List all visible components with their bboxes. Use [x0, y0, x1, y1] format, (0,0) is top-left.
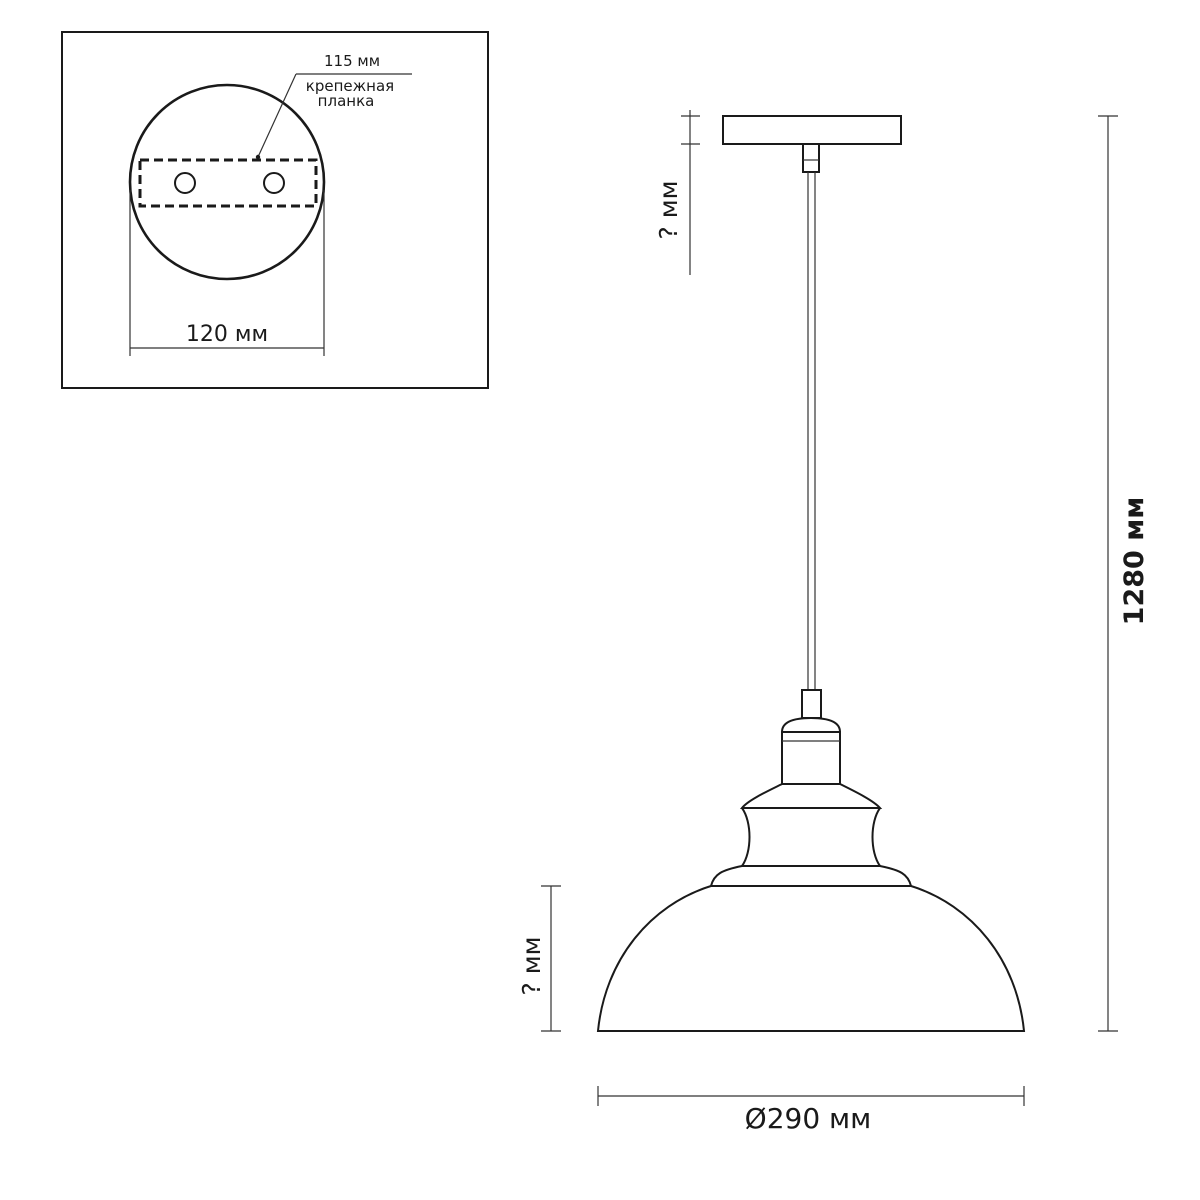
- canopy-height-label: ? мм: [654, 181, 683, 240]
- inset-frame: [61, 31, 489, 389]
- bracket-hole-right: [263, 172, 285, 194]
- shade-height-dimension: ? мм: [517, 885, 561, 1032]
- total-height-label: 1280 мм: [1119, 497, 1150, 626]
- ceiling-canopy: [722, 115, 902, 145]
- socket-cap: [780, 716, 842, 733]
- cable-sleeve: [801, 689, 822, 719]
- dome-shade: [596, 885, 1026, 1032]
- canopy-diameter-label: 120 мм: [186, 322, 268, 347]
- canopy-inset: 115 мм крепежная планка 120 мм: [61, 31, 489, 389]
- bracket-label-line1: крепежная: [306, 77, 394, 95]
- bracket-width-label: 115 мм: [324, 52, 380, 70]
- shade-diameter-label: Ø290 мм: [745, 1102, 872, 1135]
- cable-grip: [802, 143, 820, 173]
- canopy-circle: [128, 83, 326, 281]
- shade-shoulder: [739, 783, 883, 809]
- bracket-hole-left: [174, 172, 196, 194]
- mounting-bracket: [138, 158, 318, 208]
- total-height-dimension: 1280 мм: [1098, 115, 1150, 1032]
- socket-body: [781, 731, 841, 785]
- shade-collar: [709, 865, 913, 887]
- canopy-height-dimension: ? мм: [654, 110, 700, 275]
- shade-neck: [740, 807, 882, 867]
- shade-height-label: ? мм: [517, 937, 546, 996]
- pendant-lamp: [596, 115, 1026, 1032]
- bracket-leader-dot: [255, 154, 261, 160]
- bracket-label-line2: планка: [318, 92, 375, 110]
- shade-diameter-dimension: Ø290 мм: [597, 1086, 1025, 1135]
- bracket-leader-line: [257, 73, 297, 158]
